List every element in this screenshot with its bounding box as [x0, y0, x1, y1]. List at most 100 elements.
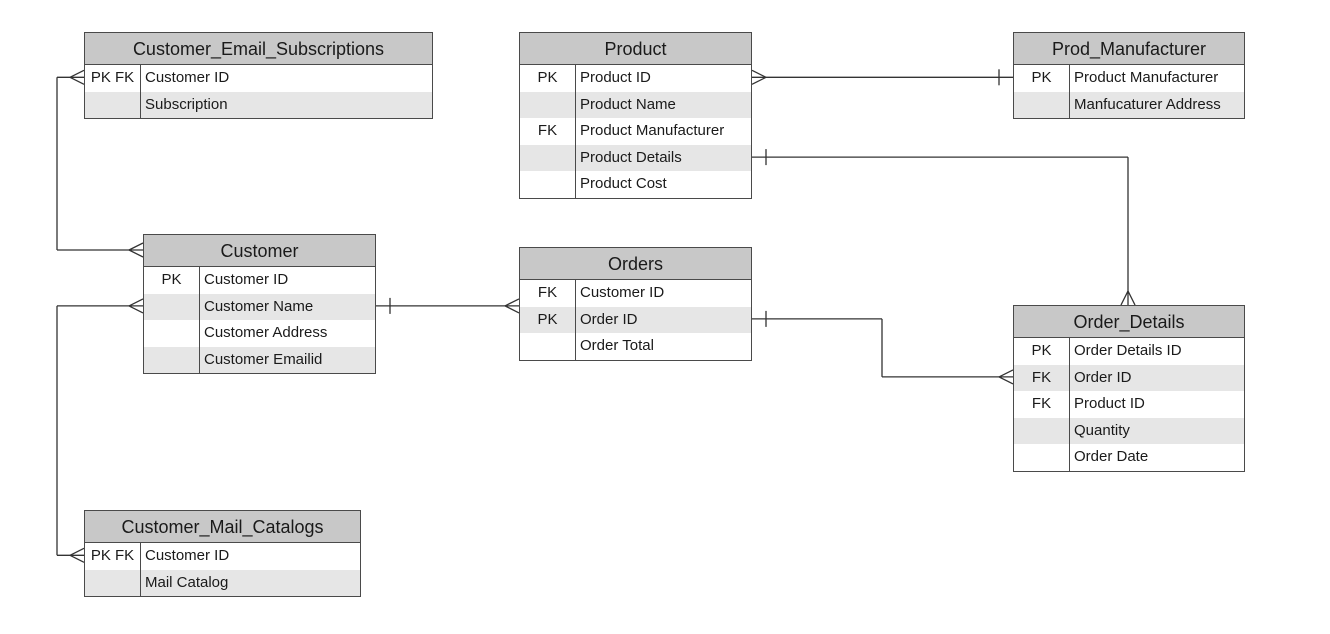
attribute-row: Product Cost: [520, 171, 751, 198]
key-indicator: [85, 91, 141, 119]
attribute-name: Product Details: [580, 148, 682, 166]
attribute-row: Order Total: [520, 333, 751, 360]
attribute-row: Product Details: [520, 144, 751, 172]
attribute-name: Product Manufacturer: [580, 122, 725, 140]
key-indicator: [1014, 91, 1070, 119]
attribute-name: Product Manufacturer: [1074, 69, 1219, 86]
attribute-name: Customer Name: [204, 297, 314, 315]
key-indicator: [520, 333, 576, 360]
entity-title: Customer_Email_Subscriptions: [85, 33, 432, 65]
crows-foot-mark: [998, 376, 1014, 385]
attribute-name: Customer ID: [145, 547, 230, 564]
crows-foot-mark: [751, 69, 767, 78]
crows-foot-mark: [69, 69, 85, 78]
key-indicator: PK: [1014, 338, 1070, 365]
crows-foot-mark: [1127, 290, 1136, 306]
attribute-name: Customer Address: [204, 324, 328, 342]
attribute-name: Customer ID: [580, 284, 665, 301]
attribute-name: Mail Catalog: [145, 573, 229, 591]
key-indicator: [144, 320, 200, 347]
attribute-name: Customer ID: [204, 271, 289, 288]
crows-foot-mark: [1120, 290, 1129, 306]
entity-title: Customer: [144, 235, 375, 267]
key-indicator: [144, 346, 200, 374]
attribute-name: Product ID: [1074, 395, 1145, 413]
attribute-name: Product Name: [580, 95, 676, 113]
entity-title: Orders: [520, 248, 751, 280]
crows-foot-mark: [69, 547, 85, 556]
attribute-name: Order Total: [580, 337, 654, 355]
attribute-row: Manfucaturer Address: [1014, 91, 1244, 119]
entity-title: Product: [520, 33, 751, 65]
key-indicator: [144, 293, 200, 321]
attribute-row: Quantity: [1014, 417, 1244, 445]
attribute-name: Product Cost: [580, 175, 667, 193]
key-indicator: PK: [144, 267, 200, 294]
key-indicator: PK: [520, 65, 576, 92]
key-indicator: PK FK: [85, 543, 141, 570]
attribute-name: Subscription: [145, 95, 228, 113]
crows-foot-mark: [128, 305, 144, 314]
key-indicator: [520, 144, 576, 172]
attribute-row: Order Date: [1014, 444, 1244, 471]
key-indicator: [1014, 444, 1070, 471]
entity-title: Order_Details: [1014, 306, 1244, 338]
key-indicator: [1014, 417, 1070, 445]
key-indicator: PK: [1014, 65, 1070, 92]
attribute-name: Order Date: [1074, 448, 1149, 466]
crows-foot-mark: [998, 369, 1014, 378]
attribute-name: Order ID: [580, 310, 638, 328]
key-indicator: [520, 171, 576, 198]
key-indicator: PK FK: [85, 65, 141, 92]
crows-foot-mark: [128, 242, 144, 251]
crows-foot-mark: [69, 76, 85, 85]
attribute-row: Customer Emailid: [144, 346, 375, 374]
attribute-row: Customer Name: [144, 293, 375, 321]
attribute-name: Customer Emailid: [204, 350, 323, 368]
attribute-row: Customer Address: [144, 320, 375, 347]
crows-foot-mark: [504, 305, 520, 314]
key-indicator: PK: [520, 306, 576, 334]
attribute-row: Product Name: [520, 91, 751, 119]
crows-foot-mark: [751, 76, 767, 85]
key-indicator: FK: [1014, 391, 1070, 418]
key-indicator: FK: [520, 280, 576, 307]
crows-foot-mark: [69, 554, 85, 563]
crows-foot-mark: [128, 298, 144, 307]
entity-title: Customer_Mail_Catalogs: [85, 511, 360, 543]
key-indicator: [520, 91, 576, 119]
key-indicator: FK: [1014, 364, 1070, 392]
key-indicator: [85, 569, 141, 597]
attribute-name: Order Details ID: [1074, 342, 1182, 359]
attribute-name: Quantity: [1074, 421, 1130, 439]
attribute-name: Customer ID: [145, 69, 230, 86]
crows-foot-mark: [504, 298, 520, 307]
attribute-name: Order ID: [1074, 368, 1132, 386]
attribute-name: Product ID: [580, 69, 651, 86]
attribute-row: Mail Catalog: [85, 569, 360, 597]
entity-title: Prod_Manufacturer: [1014, 33, 1244, 65]
key-indicator: FK: [520, 118, 576, 145]
crows-foot-mark: [128, 249, 144, 258]
attribute-row: Subscription: [85, 91, 432, 119]
attribute-name: Manfucaturer Address: [1074, 95, 1221, 113]
